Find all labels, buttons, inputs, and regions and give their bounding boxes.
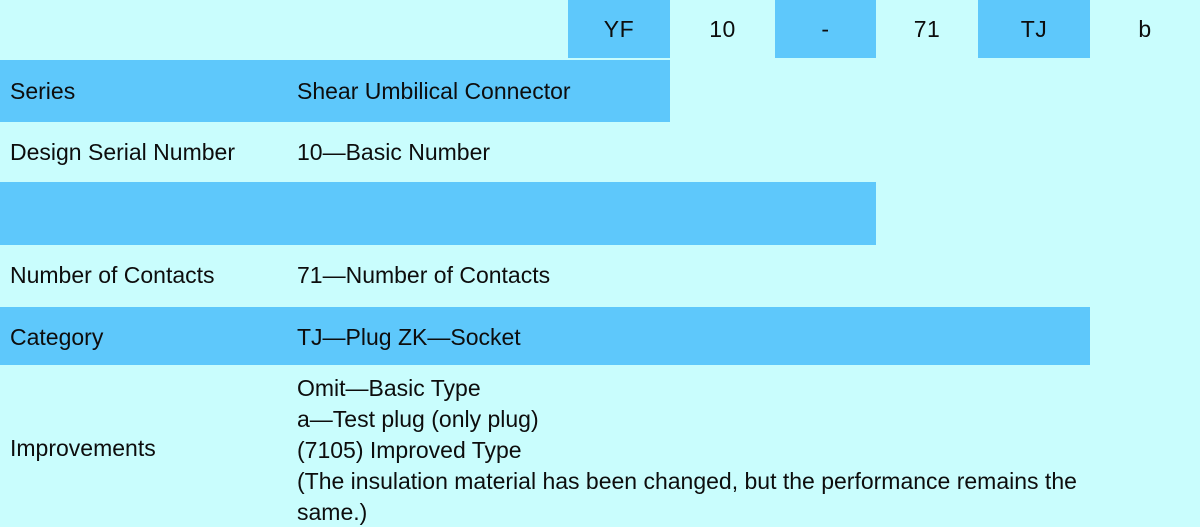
part-number-code-cell-1: 10 (670, 0, 775, 58)
row-label-1: Design Serial Number (10, 139, 235, 165)
row-value-5: Omit—Basic Type a—Test plug (only plug) … (297, 375, 1077, 525)
designation-band-1 (0, 122, 775, 182)
designation-band-0 (0, 60, 670, 122)
part-number-code-cell-3: 71 (876, 0, 978, 58)
part-number-code-cell-5: b (1090, 0, 1200, 58)
part-number-code-cell-2: - (775, 0, 876, 58)
designation-band-3 (0, 245, 978, 307)
row-value-3: 71—Number of Contacts (297, 262, 551, 288)
row-value-0: Shear Umbilical Connector (297, 78, 571, 104)
row-value-1: 10—Basic Number (297, 139, 491, 165)
designation-band-5 (0, 365, 1200, 527)
part-number-code-cell-0: YF (568, 0, 670, 58)
row-label-0: Series (10, 78, 76, 104)
row-label-3: Number of Contacts (10, 262, 215, 288)
part-number-code-cell-4: TJ (978, 0, 1090, 58)
row-label-5: Improvements (10, 435, 156, 461)
designation-band-4 (0, 307, 1090, 365)
designation-band-2 (0, 182, 876, 245)
row-value-4: TJ—Plug ZK—Socket (297, 324, 521, 350)
row-label-4: Category (10, 324, 104, 350)
